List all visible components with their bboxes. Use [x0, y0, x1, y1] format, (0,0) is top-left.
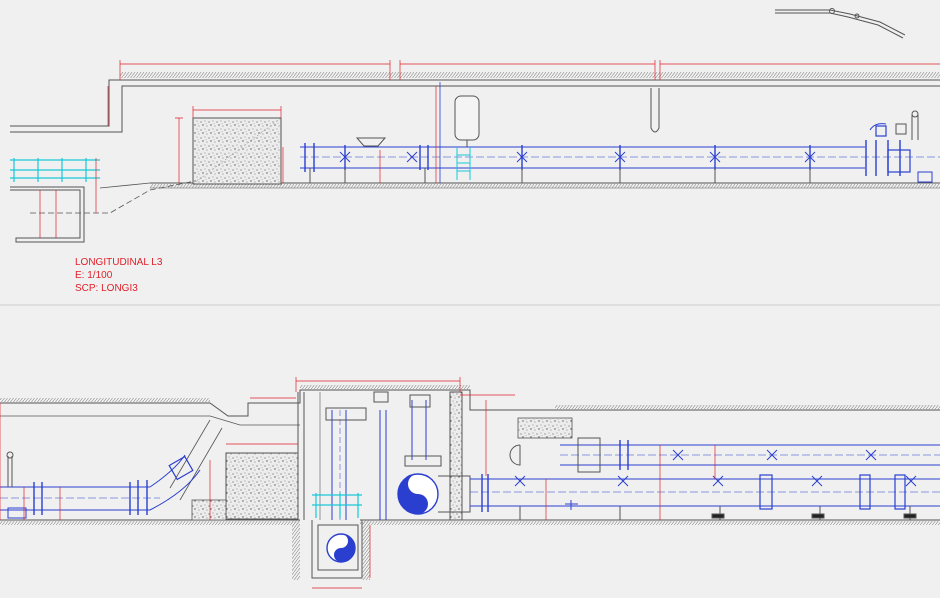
drawing-reference: SCP: LONGI3	[75, 283, 138, 294]
lower-concrete-block	[225, 452, 299, 520]
upper-funnel	[355, 137, 387, 147]
upper-handrail	[10, 158, 100, 182]
key-plan	[775, 8, 906, 39]
lower-dimensions	[0, 377, 716, 589]
lower-ground-line	[0, 385, 940, 426]
lower-chamber	[292, 391, 463, 580]
upper-tank	[454, 95, 480, 147]
title-block: LONGITUDINAL L3 E: 1/100 SCP: LONGI3	[75, 256, 162, 295]
upper-pump-assembly	[869, 110, 933, 183]
upper-pipe-supports	[306, 168, 814, 184]
lower-pipe-supports	[519, 506, 917, 520]
upper-dimensions	[0, 60, 940, 306]
lower-right-pipe	[470, 474, 940, 512]
lower-elevated-pipe	[509, 437, 940, 473]
upper-pipe-run	[300, 140, 940, 176]
drawing-title: LONGITUDINAL L3	[75, 257, 163, 268]
upper-floor-line	[30, 179, 940, 214]
lower-vertical-pipes	[331, 400, 427, 520]
lower-floor-line	[0, 519, 940, 525]
upper-section	[0, 8, 940, 306]
upper-hanger	[650, 88, 660, 133]
upper-left-pit	[10, 186, 85, 243]
drawing-scale: E: 1/100	[75, 270, 113, 281]
upper-ground-line	[10, 72, 940, 133]
lower-left-pipe	[0, 451, 201, 519]
lower-section	[0, 377, 940, 589]
lower-wall-chunk	[517, 417, 573, 439]
upper-riser	[439, 82, 471, 183]
lower-big-valve	[397, 473, 471, 515]
lower-chamber-fittings	[325, 391, 442, 467]
upper-concrete-block	[192, 117, 282, 185]
lower-handrail	[312, 493, 362, 518]
